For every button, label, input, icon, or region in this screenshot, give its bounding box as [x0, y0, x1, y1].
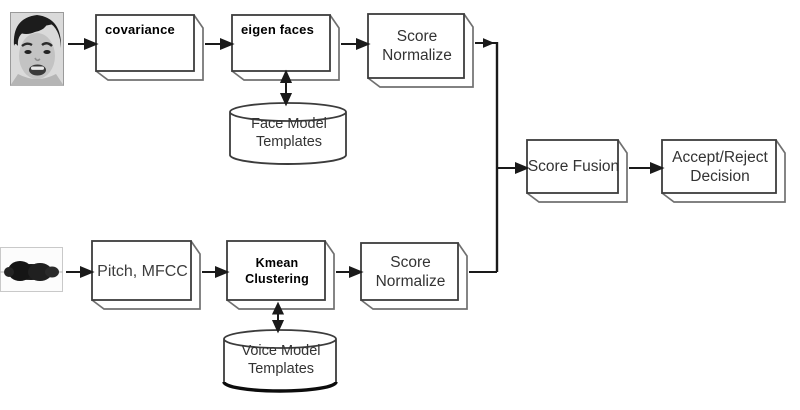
arrow-waveform-to-pitch-mfcc [66, 266, 95, 278]
node-score-normalize-face: Score Normalize [367, 13, 474, 88]
node-score-fusion: Score Fusion [526, 139, 628, 203]
arrow-pitch-mfcc-to-kmean [202, 266, 230, 278]
arrow-face-to-covariance [68, 38, 99, 50]
node-face-model-templates: Face Model Templates [229, 102, 348, 165]
node-eigen-faces-label: eigen faces [241, 22, 315, 37]
arrow-score-fusion-to-decision [629, 162, 665, 174]
node-decision: Accept/Reject Decision [661, 139, 786, 203]
face-photo-icon [10, 12, 64, 86]
node-face-model-templates-label: Face Model Templates [251, 116, 327, 150]
node-pitch-mfcc: Pitch, MFCC [91, 240, 201, 310]
arrow-eigen-faces-to-score-normalize [341, 38, 371, 50]
arrow-trunk-to-score-fusion [497, 162, 530, 174]
node-score-normalize-face-label: Score Normalize [382, 28, 452, 64]
node-voice-model-templates: Voice Model Templates [222, 329, 338, 393]
arrow-kmean-to-score-normalize [336, 266, 364, 278]
node-decision-label: Accept/Reject Decision [672, 148, 768, 185]
node-pitch-mfcc-label: Pitch, MFCC [97, 262, 188, 280]
connector-score-normalize-face-to-trunk [475, 38, 497, 48]
node-eigen-faces: eigen faces [231, 14, 340, 81]
node-voice-model-templates-label: Voice Model Templates [241, 343, 321, 377]
node-score-normalize-voice: Score Normalize [360, 242, 468, 310]
voice-waveform-icon [0, 247, 63, 292]
node-score-normalize-voice-label: Score Normalize [375, 253, 446, 290]
node-kmean-clustering: Kmean Clustering [226, 240, 335, 310]
node-covariance-label: covariance [105, 22, 175, 37]
node-covariance: covariance [95, 14, 204, 81]
arrow-covariance-to-eigen-faces [205, 38, 235, 50]
node-kmean-clustering-label: Kmean Clustering [245, 256, 309, 286]
node-score-fusion-label: Score Fusion [527, 158, 620, 176]
